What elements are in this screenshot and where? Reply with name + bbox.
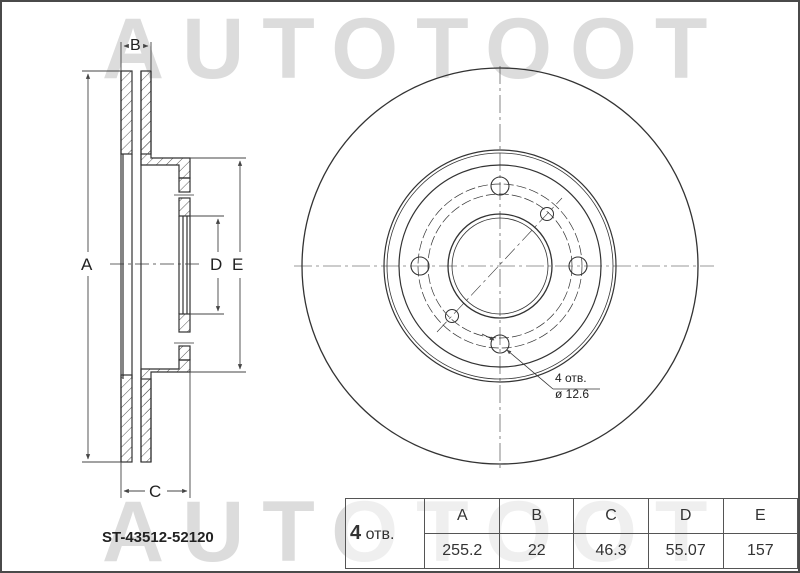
value-e: 157 — [722, 533, 798, 569]
dim-label-c: C — [149, 482, 162, 501]
header-d: D — [647, 498, 724, 534]
dim-label-a: A — [81, 255, 93, 274]
watermark-top: AUTOTOOT — [102, 1, 726, 97]
value-d: 55.07 — [647, 533, 724, 569]
spec-table: 4 отв. A B C D E 255.2 22 46.3 55.07 157 — [344, 498, 798, 569]
header-a: A — [424, 498, 501, 534]
value-b: 22 — [499, 533, 575, 569]
header-c: C — [573, 498, 649, 534]
value-c: 46.3 — [573, 533, 649, 569]
bolt-hole-count-note: 4 отв. — [555, 371, 587, 385]
side-dimensions — [82, 42, 246, 498]
holes-count-cell: 4 отв. — [344, 498, 426, 569]
header-e: E — [722, 498, 798, 534]
header-b: B — [499, 498, 575, 534]
front-view — [294, 66, 714, 472]
dim-label-e: E — [232, 255, 244, 274]
part-number: ST-43512-52120 — [102, 529, 214, 546]
value-a: 255.2 — [424, 533, 501, 569]
dim-label-d: D — [210, 255, 223, 274]
side-section-view — [110, 70, 202, 463]
bolt-hole-diameter-note: ø 12.6 — [555, 387, 590, 401]
holes-unit: отв. — [365, 526, 395, 543]
holes-count: 4 — [350, 522, 362, 544]
dim-label-b: B — [130, 37, 141, 54]
